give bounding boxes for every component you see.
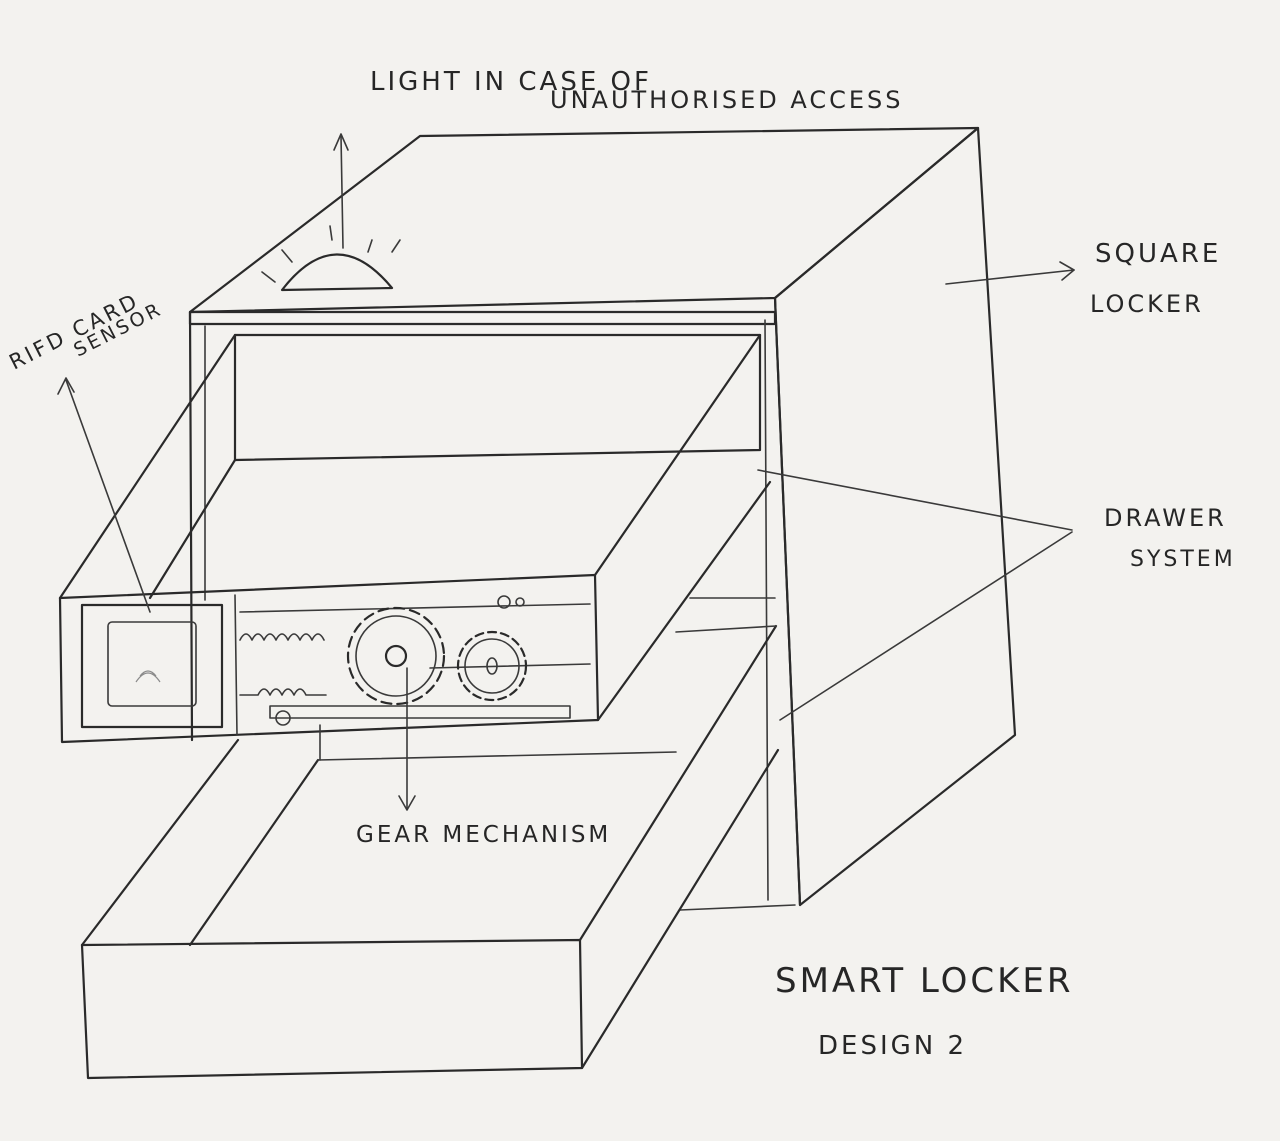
label-drawer: DRAWER	[1104, 504, 1227, 532]
label-light-line2: UNAUTHORISED ACCESS	[550, 86, 904, 114]
caption-title: SMART LOCKER	[775, 961, 1074, 1001]
label-square: SQUARE	[1095, 239, 1221, 269]
label-square-line2: LOCKER	[1090, 290, 1204, 318]
caption-subtitle: DESIGN 2	[818, 1031, 967, 1061]
label-drawer-line2: SYSTEM	[1130, 547, 1236, 572]
label-gear: GEAR MECHANISM	[356, 822, 611, 848]
